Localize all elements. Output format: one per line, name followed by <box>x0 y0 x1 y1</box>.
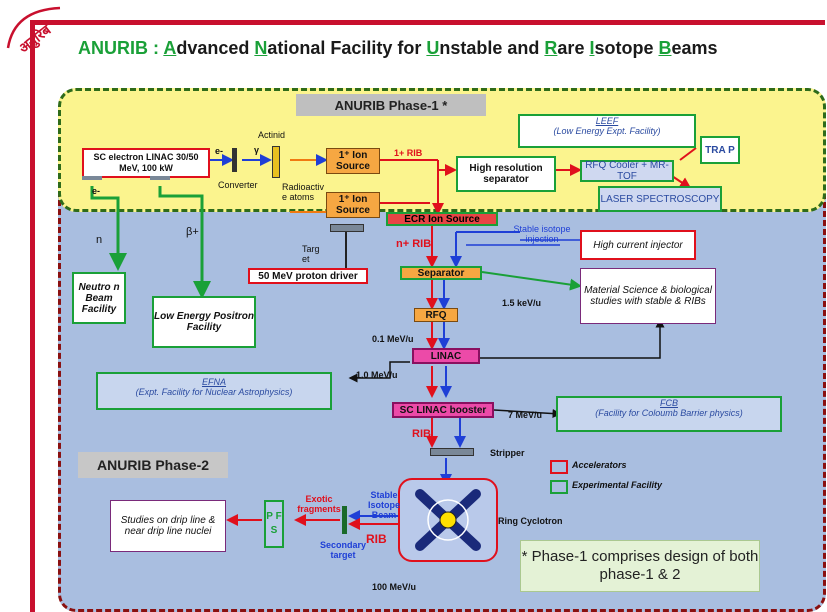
electron-split-label: e- <box>92 186 101 196</box>
proton-driver: 50 MeV proton driver <box>248 268 368 284</box>
mev-01-label: 0.1 MeV/u <box>372 334 414 344</box>
title-prefix: ANURIB : <box>78 38 164 58</box>
top-frame-line <box>30 20 825 25</box>
positron-facility: Low Energy Positron Facility <box>152 296 256 348</box>
mev-10-label: 1.0 MeV/u <box>356 370 398 380</box>
linac-box: LINAC <box>412 348 480 364</box>
stripper-label: Stripper <box>490 448 525 458</box>
secondary-target-plate <box>342 506 347 534</box>
leef-subtitle: (Low Energy Expt. Facility) <box>553 126 661 136</box>
exotic-fragments-label: Exotic fragments <box>297 494 341 514</box>
title-word-1: Advanced <box>163 38 255 58</box>
title-word-4: Rare <box>544 38 590 58</box>
positron-target-plate <box>150 176 170 180</box>
secondary-target-label: Secondary target <box>319 540 367 560</box>
anurib-logo: अनुरिब <box>2 2 82 62</box>
neutron-label: n <box>96 234 103 246</box>
rfq-box: RFQ <box>414 308 458 322</box>
title-word-5: Isotope <box>589 38 659 58</box>
stable-isotope-injection-label: Stable isotope injection <box>513 224 571 244</box>
sc-linac-booster: SC LINAC booster <box>392 402 494 418</box>
legend-experimental-swatch <box>550 480 568 494</box>
legend-accelerator-swatch <box>550 460 568 474</box>
fcb-box: FCB (Facility for Coloumb Barrier physic… <box>556 396 782 432</box>
stripper-plate <box>430 448 474 456</box>
kev-label: 1.5 keV/u <box>502 298 542 308</box>
material-science-box: Material Science & biological studies wi… <box>580 268 716 324</box>
title-word-6: Beams <box>658 38 718 58</box>
efna-title: EFNA <box>201 377 226 387</box>
phase-1-label: ANURIB Phase-1 * <box>296 94 486 116</box>
electron-label: e- <box>215 146 224 156</box>
stable-beam-label: Stable Isotope Beam <box>367 490 400 520</box>
n-plus-rib-label: n+ RIB <box>396 238 432 250</box>
target-plate <box>330 224 364 232</box>
fcb-title: FCB <box>660 398 678 408</box>
neutron-beam-facility: Neutro n Beam Facility <box>72 272 126 324</box>
legend-accelerators: Accelerators <box>572 460 627 470</box>
target-label: Targ et <box>302 244 320 264</box>
actinide-label: Actinid <box>258 130 286 140</box>
beta-plus-label: β+ <box>186 226 199 238</box>
rib-label: RIB <box>412 428 431 440</box>
efna-subtitle: (Expt. Facility for Nuclear Astrophysics… <box>135 387 293 397</box>
title-word-2: National Facility for <box>254 38 427 58</box>
legend-experimental: Experimental Facility <box>572 480 663 490</box>
rfq-cooler-box: RFQ Cooler + MR-TOF <box>580 160 674 182</box>
high-current-injector: High current injector <box>580 230 696 260</box>
actinide-target <box>272 146 280 178</box>
ecr-ion-source: ECR Ion Source <box>386 212 498 226</box>
pfs-box: P F S <box>264 500 284 548</box>
phase-note: * Phase-1 comprises design of both phase… <box>520 540 760 592</box>
separator: Separator <box>400 266 482 280</box>
fcb-subtitle: (Facility for Coloumb Barrier physics) <box>595 408 743 418</box>
sc-electron-linac: SC electron LINAC 30/50 MeV, 100 kW <box>82 148 210 178</box>
gamma-label: γ <box>254 145 260 155</box>
converter-plate <box>232 148 237 172</box>
left-frame-line <box>30 20 35 612</box>
trap-box: TRA P <box>700 136 740 164</box>
page-title: ANURIB : Advanced National Facility for … <box>78 38 718 59</box>
ring-cyclotron <box>398 478 498 562</box>
ion-source-1: 1⁺ Ion Source <box>326 148 380 174</box>
rib-2-label: RIB <box>366 532 387 546</box>
title-word-3: Unstable and <box>426 38 545 58</box>
drip-line-box: Studies on drip line & near drip line nu… <box>110 500 226 552</box>
neutron-target-plate <box>82 176 102 180</box>
leef-box: LEEF (Low Energy Expt. Facility) <box>518 114 696 148</box>
ion-source-2: 1⁺ Ion Source <box>326 192 380 218</box>
leef-title: LEEF <box>595 116 619 126</box>
radioactive-atoms-label: Radioactiv e atoms <box>282 182 325 202</box>
mev-100-label: 100 MeV/u <box>372 582 417 592</box>
high-resolution-separator: High resolution separator <box>456 156 556 192</box>
converter-label: Converter <box>218 180 258 190</box>
ring-cyclotron-label: Ring Cyclotron <box>498 516 563 526</box>
laser-spectroscopy-box: LASER SPECTROSCOPY <box>598 186 722 212</box>
mev-7-label: 7 MeV/u <box>508 410 543 420</box>
phase-2-label: ANURIB Phase-2 <box>78 452 228 478</box>
rib-1plus-label: 1+ RIB <box>394 148 423 158</box>
cyclotron-icon <box>415 489 481 551</box>
efna-box: EFNA (Expt. Facility for Nuclear Astroph… <box>96 372 332 410</box>
